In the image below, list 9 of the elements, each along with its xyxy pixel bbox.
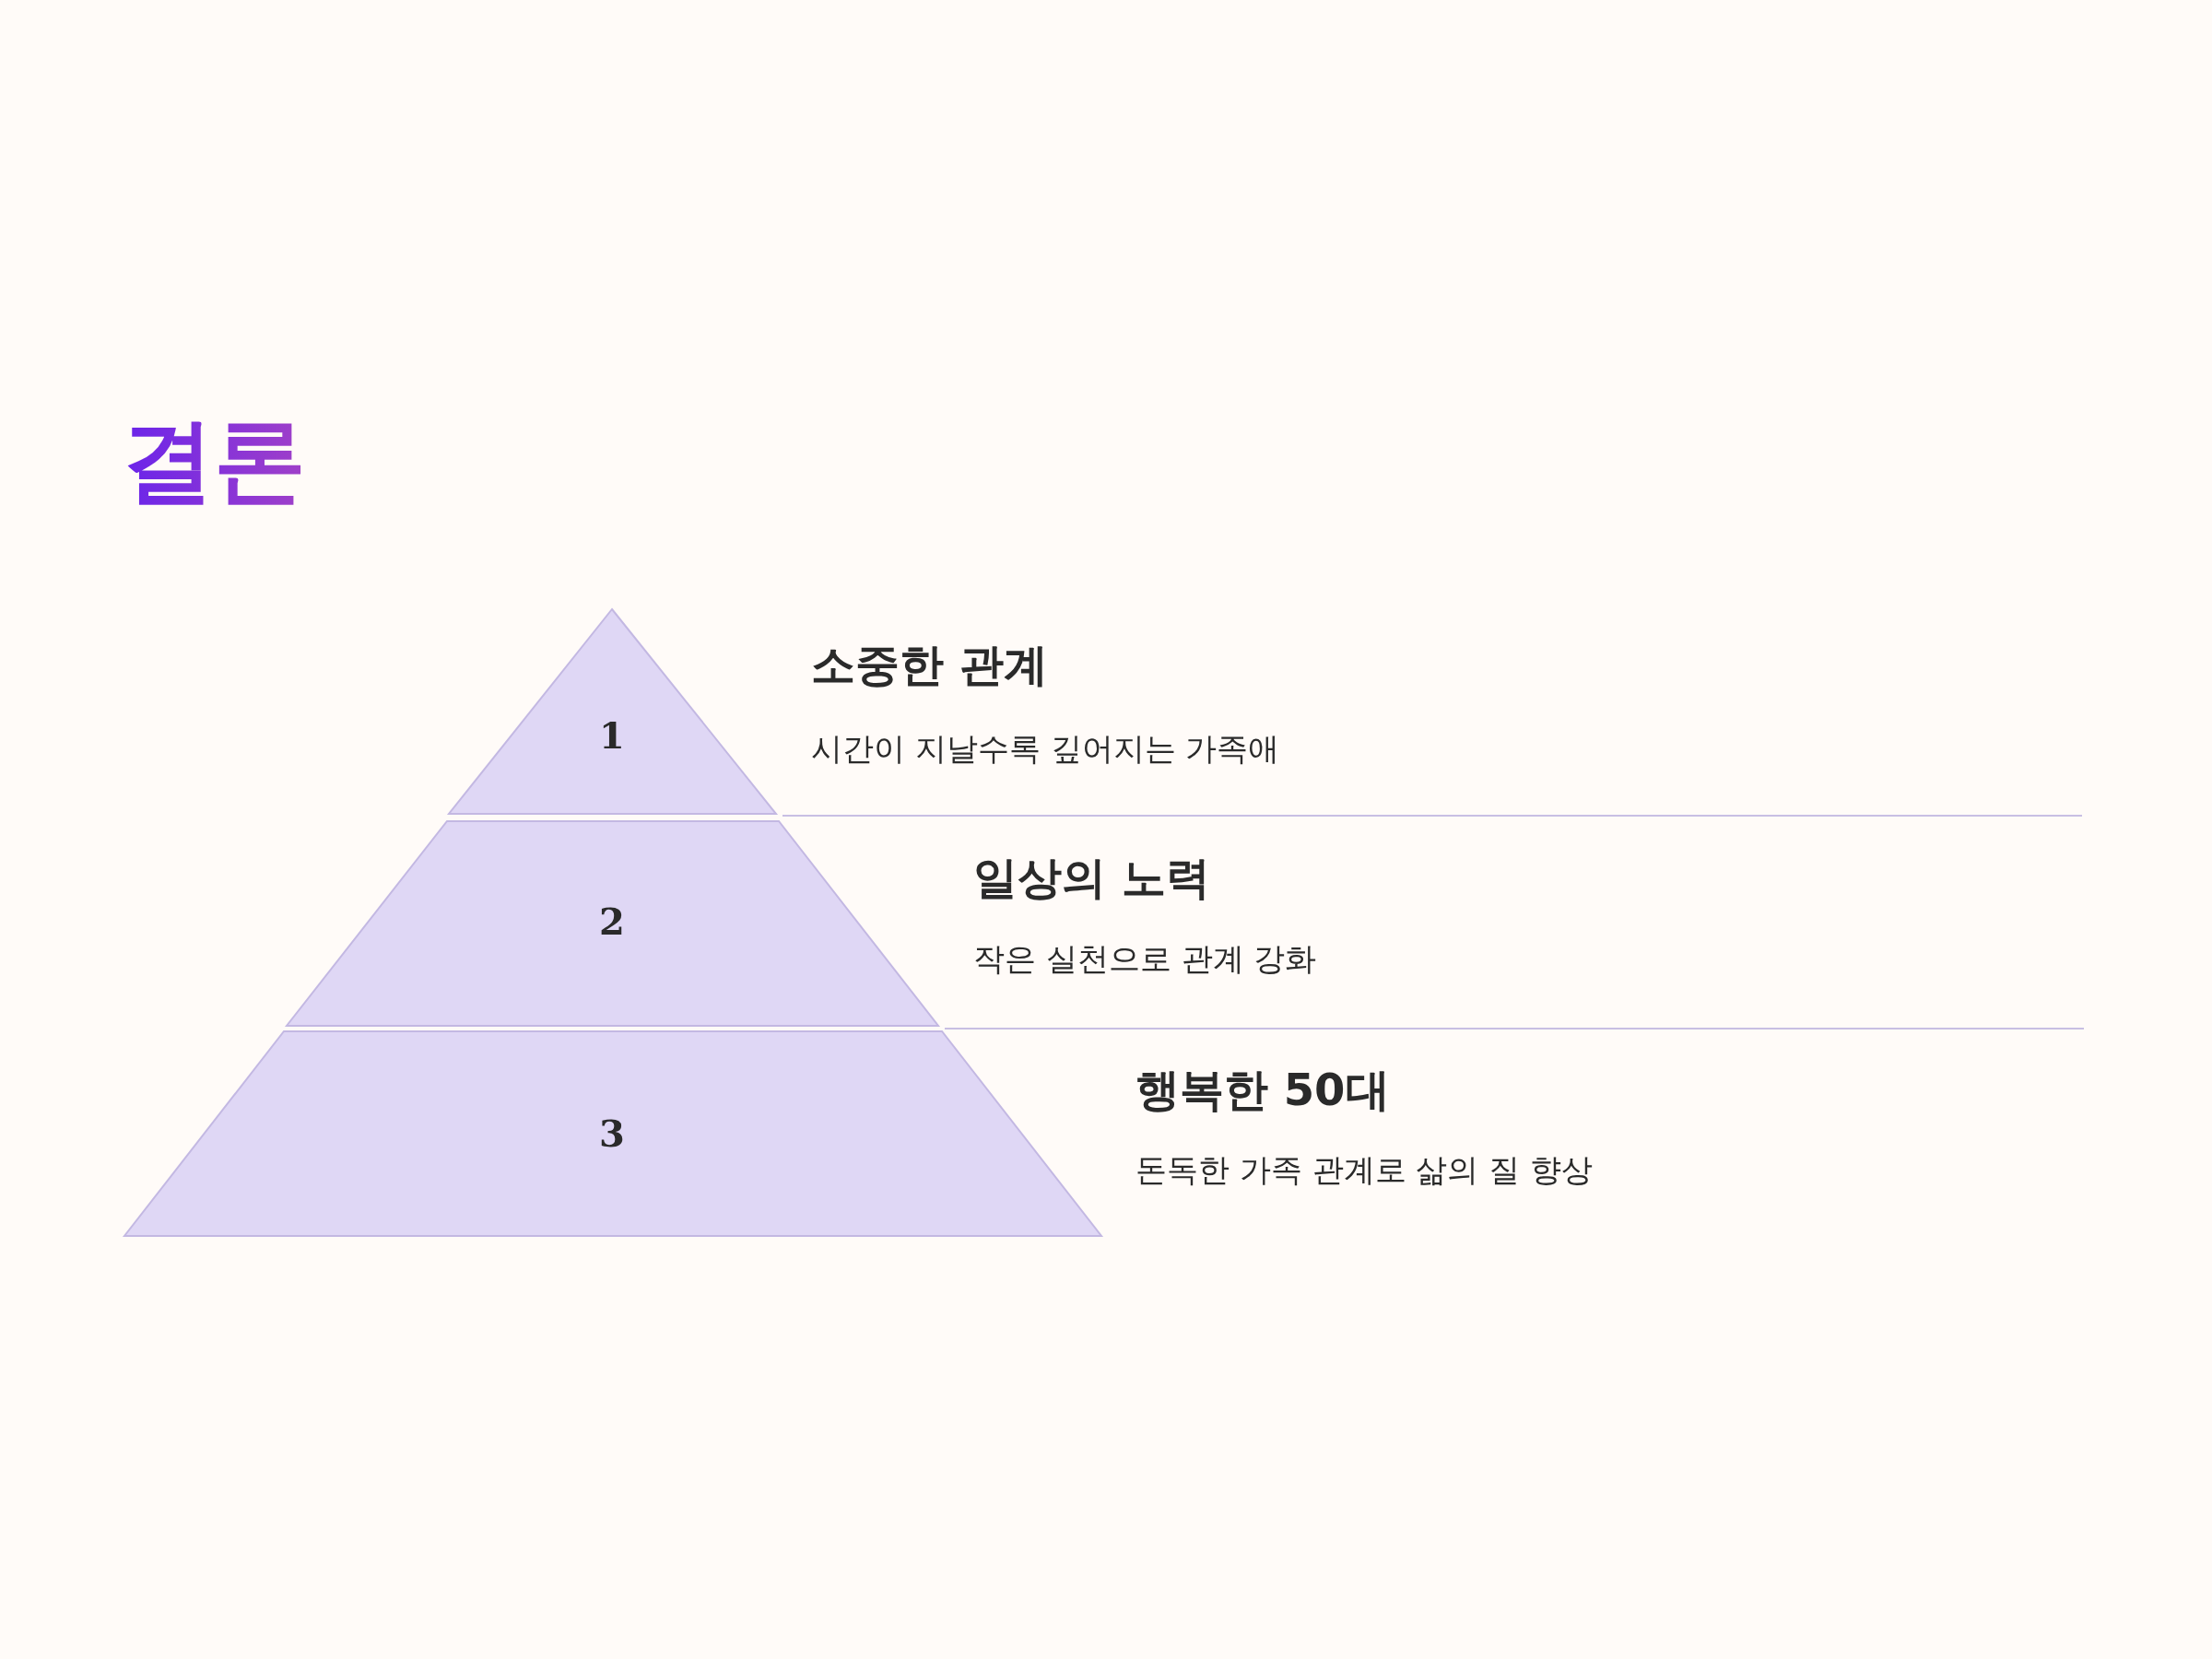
tier-heading: 소중한 관계: [811, 638, 1048, 692]
tier-description: 시간이 지날수록 깊어지는 가족애: [811, 729, 1280, 769]
tier-description: 작은 실천으로 관계 강화: [973, 939, 1317, 979]
tier-number: 2: [599, 899, 625, 943]
tier-number: 1: [599, 712, 625, 757]
tier-heading: 일상의 노력: [973, 851, 1210, 905]
tier-heading: 행복한 50대: [1135, 1063, 1390, 1117]
tier-number: 3: [599, 1111, 625, 1155]
tier-description: 돈독한 가족 관계로 삶의 질 향상: [1135, 1150, 1594, 1190]
